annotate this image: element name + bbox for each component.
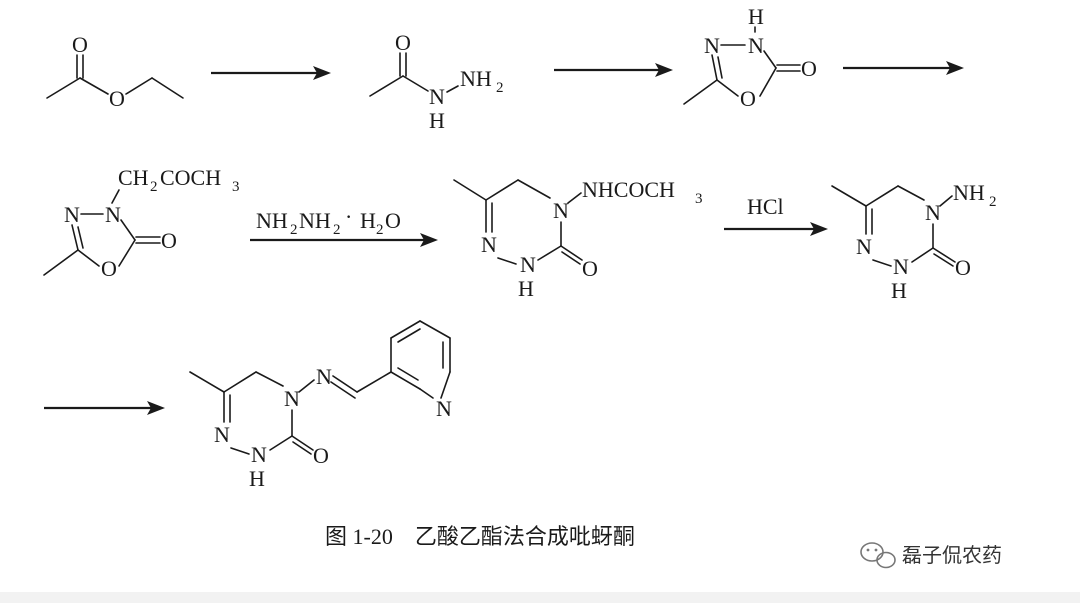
atom-o: O <box>313 443 329 468</box>
atom-n: N <box>704 33 720 58</box>
atom-o: O <box>395 30 411 55</box>
wechat-icon <box>860 542 896 569</box>
atom-h: H <box>518 276 534 301</box>
subscript: 2 <box>496 80 504 96</box>
atom-nh: NH <box>460 66 492 91</box>
atom-n: N <box>105 202 121 227</box>
methyl-oxadiazolone: H N N O O <box>683 4 817 111</box>
atom-h: H <box>429 108 445 133</box>
reagent-label: · <box>345 204 352 229</box>
reaction-arrow <box>554 63 673 77</box>
atom-n: N <box>251 442 267 467</box>
pymetrozine: N N N O N H N <box>189 320 452 491</box>
reagent-label: HCl <box>747 194 784 219</box>
reagent-label: NH <box>256 208 288 233</box>
acetamido-triazinone: N NHCOCH 3 O N H N <box>453 177 703 301</box>
atom-o: O <box>801 56 817 81</box>
atom-h: H <box>748 4 764 29</box>
acetohydrazide: O N H NH 2 <box>369 30 504 133</box>
atom-h: H <box>891 278 907 303</box>
subscript: 3 <box>695 191 703 207</box>
atom-nh: NH <box>953 180 985 205</box>
atom-n: N <box>316 364 332 389</box>
reaction-arrow <box>44 401 165 415</box>
ethyl-acetate: O O <box>46 32 184 111</box>
watermark: 磊子侃农药 <box>860 542 1002 569</box>
atom-n: N <box>748 33 764 58</box>
bottom-bar <box>0 592 1080 603</box>
reaction-arrow <box>211 66 331 80</box>
atom-n: N <box>436 396 452 421</box>
atom-n: N <box>553 198 569 223</box>
figure-caption: 图 1-20 乙酸乙酯法合成吡蚜酮 <box>325 524 635 549</box>
atom-nhcoch: NHCOCH <box>582 177 675 202</box>
atom-coch: COCH <box>160 165 221 190</box>
atom-h: H <box>249 466 265 491</box>
atom-o: O <box>109 86 125 111</box>
subscript: 2 <box>290 222 298 238</box>
atom-n: N <box>64 202 80 227</box>
reaction-arrow-hcl: HCl <box>724 194 828 236</box>
subscript: 2 <box>376 222 384 238</box>
reaction-arrow <box>843 61 964 75</box>
amino-triazinone: N NH 2 O N H N <box>831 180 997 303</box>
subscript: 3 <box>232 179 240 195</box>
atom-o: O <box>101 256 117 281</box>
reagent-label: H <box>360 208 376 233</box>
acetonyl-oxadiazolone: CH 2 COCH 3 N N O O <box>43 165 240 281</box>
atom-n: N <box>429 84 445 109</box>
reaction-arrow-hydrazine: NH 2 NH 2 · H 2 O <box>250 204 438 247</box>
atom-ch: CH <box>118 165 149 190</box>
subscript: 2 <box>150 179 158 195</box>
atom-o: O <box>740 86 756 111</box>
atom-n: N <box>925 200 941 225</box>
atom-o: O <box>161 228 177 253</box>
atom-o: O <box>582 256 598 281</box>
atom-n: N <box>284 386 300 411</box>
subscript: 2 <box>333 222 341 238</box>
atom-n: N <box>893 254 909 279</box>
subscript: 2 <box>989 194 997 210</box>
atom-n: N <box>856 234 872 259</box>
atom-n: N <box>481 232 497 257</box>
watermark-text: 磊子侃农药 <box>902 543 1002 567</box>
atom-n: N <box>214 422 230 447</box>
atom-o: O <box>72 32 88 57</box>
atom-n: N <box>520 252 536 277</box>
atom-o: O <box>955 255 971 280</box>
reagent-label: NH <box>299 208 331 233</box>
reagent-label: O <box>385 208 401 233</box>
